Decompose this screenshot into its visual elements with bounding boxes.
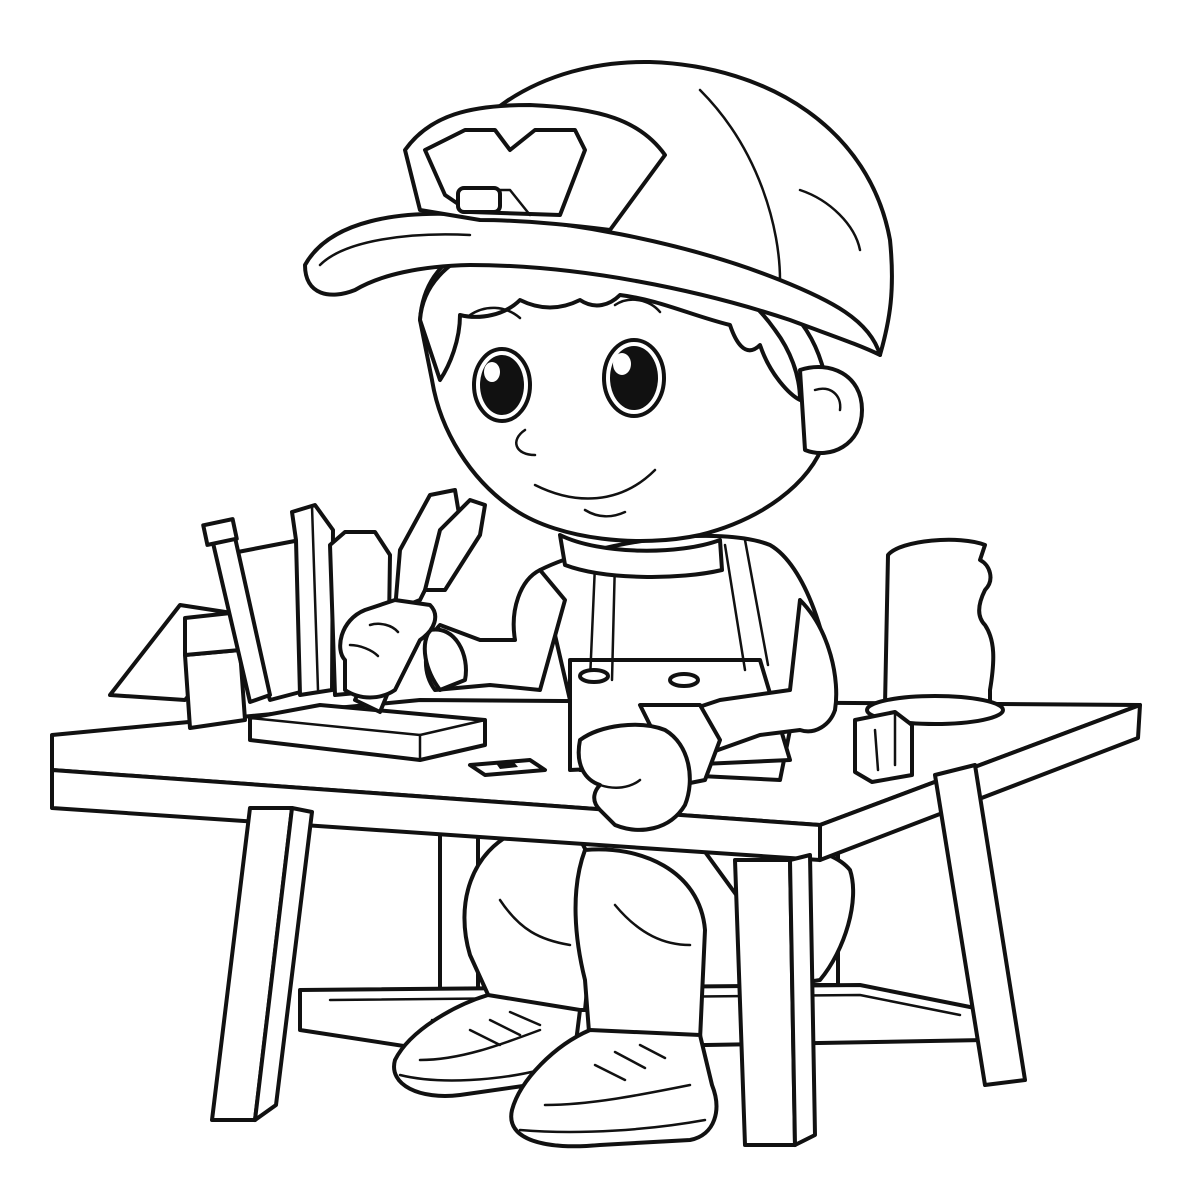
small-square-tag	[468, 758, 547, 777]
boy-left-hand-with-brushes	[338, 488, 487, 714]
tape-measure	[853, 710, 914, 784]
workbench-front-legs	[210, 763, 1027, 1147]
boy-legs	[462, 828, 856, 1047]
wood-plank	[248, 703, 487, 762]
wooden-box-left	[108, 603, 247, 730]
boy-face	[468, 298, 666, 518]
boy-right-shoe	[509, 1028, 719, 1149]
boy-right-hand	[576, 722, 692, 832]
hard-hat	[303, 59, 894, 357]
boy-left-sleeve-arm	[422, 568, 567, 692]
mug-right	[865, 537, 1005, 726]
